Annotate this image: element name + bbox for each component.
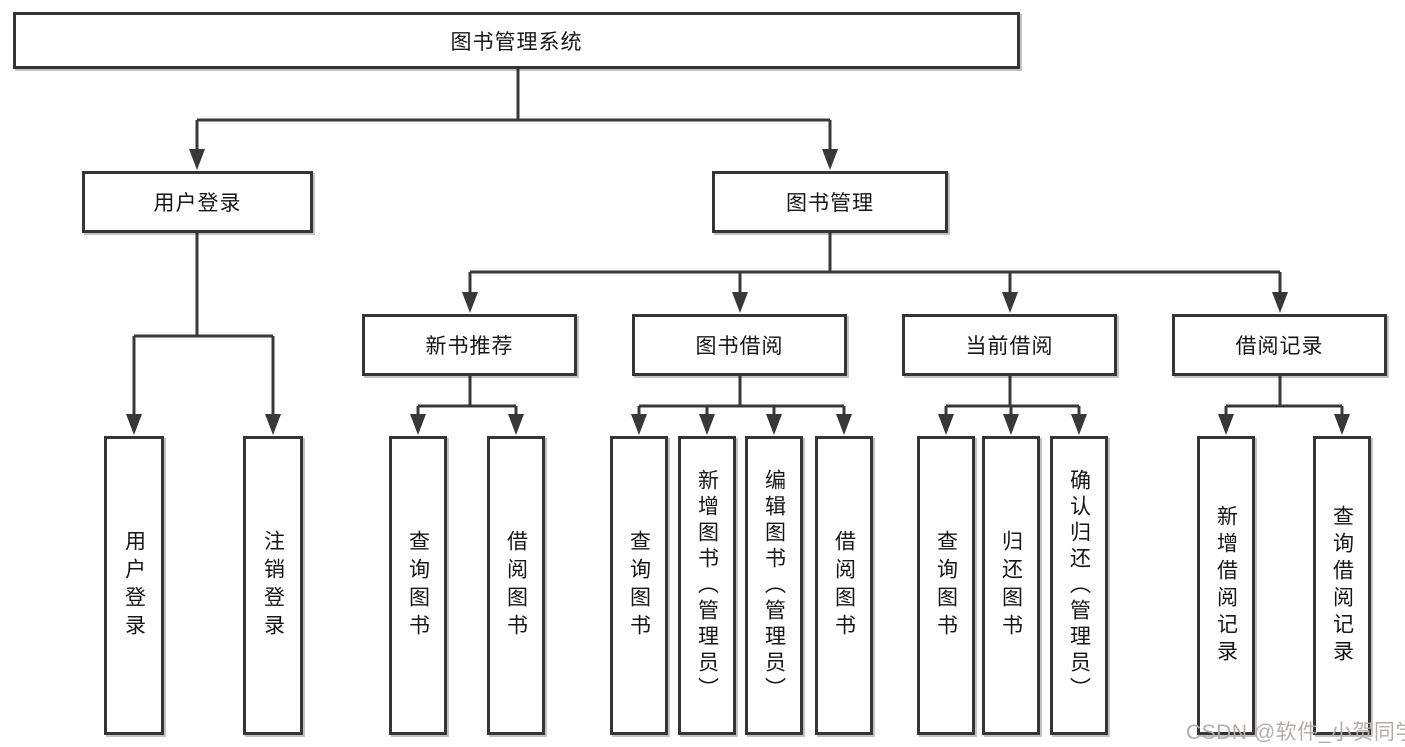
arrowhead — [462, 292, 478, 313]
node-new-book-rec: 新书推荐 — [362, 314, 577, 376]
leaf-label: 查询图书 — [934, 529, 958, 642]
arrowhead — [822, 149, 838, 170]
arrowhead — [699, 414, 715, 435]
leaf-label: 用户登录 — [122, 529, 146, 642]
arrowhead — [265, 414, 281, 435]
leaf-label: 查询图书 — [406, 529, 430, 642]
leaf-confirm-return-admin: 确认归还（管理员） — [1050, 436, 1108, 735]
leaf-label: 查询借阅记录 — [1330, 504, 1354, 667]
arrowhead — [1218, 414, 1234, 435]
leaf-label: 编辑图书（管理员） — [762, 468, 786, 703]
leaf-label: 新增借阅记录 — [1214, 504, 1238, 667]
leaf-label: 新增图书（管理员） — [695, 468, 719, 703]
arrowhead — [732, 292, 748, 313]
leaf-query-book-3: 查询图书 — [917, 436, 975, 735]
node-user-login-group: 用户登录 — [82, 171, 313, 233]
node-current-borrow: 当前借阅 — [902, 314, 1117, 376]
leaf-borrow-book-1: 借阅图书 — [487, 436, 545, 735]
leaf-label: 注销登录 — [261, 529, 285, 642]
leaf-return-book: 归还图书 — [982, 436, 1040, 735]
node-borrow-record: 借阅记录 — [1172, 314, 1387, 376]
node-root-system: 图书管理系统 — [13, 12, 1020, 69]
leaf-label: 归还图书 — [999, 529, 1023, 642]
leaf-add-borrow-record: 新增借阅记录 — [1197, 436, 1255, 735]
leaf-edit-book-admin: 编辑图书（管理员） — [745, 436, 803, 735]
leaf-add-book-admin: 新增图书（管理员） — [678, 436, 736, 735]
arrowhead — [1334, 414, 1350, 435]
leaf-user-login: 用户登录 — [104, 436, 164, 735]
leaf-borrow-book-2: 借阅图书 — [815, 436, 873, 735]
leaf-logout: 注销登录 — [243, 436, 303, 735]
arrowhead — [1071, 414, 1087, 435]
arrowhead — [836, 414, 852, 435]
arrowhead — [1002, 292, 1018, 313]
arrowhead — [410, 414, 426, 435]
leaf-label: 借阅图书 — [832, 529, 856, 642]
leaf-label: 查询图书 — [627, 529, 651, 642]
leaf-query-book-2: 查询图书 — [610, 436, 668, 735]
csdn-watermark: CSDN @软件_小贺同学 — [1186, 721, 1405, 744]
node-book-mgmt-group: 图书管理 — [712, 171, 948, 233]
arrowhead — [1003, 414, 1019, 435]
leaf-query-borrow-record: 查询借阅记录 — [1313, 436, 1371, 735]
arrowhead — [938, 414, 954, 435]
node-book-borrow: 图书借阅 — [632, 314, 847, 376]
arrowhead — [766, 414, 782, 435]
leaf-query-book-1: 查询图书 — [389, 436, 447, 735]
arrowhead — [1272, 292, 1288, 313]
arrowheads — [126, 149, 1350, 435]
arrowhead — [189, 149, 205, 170]
leaf-label: 确认归还（管理员） — [1067, 468, 1091, 703]
leaf-label: 借阅图书 — [504, 529, 528, 642]
arrowhead — [126, 414, 142, 435]
arrowhead — [631, 414, 647, 435]
arrowhead — [508, 414, 524, 435]
